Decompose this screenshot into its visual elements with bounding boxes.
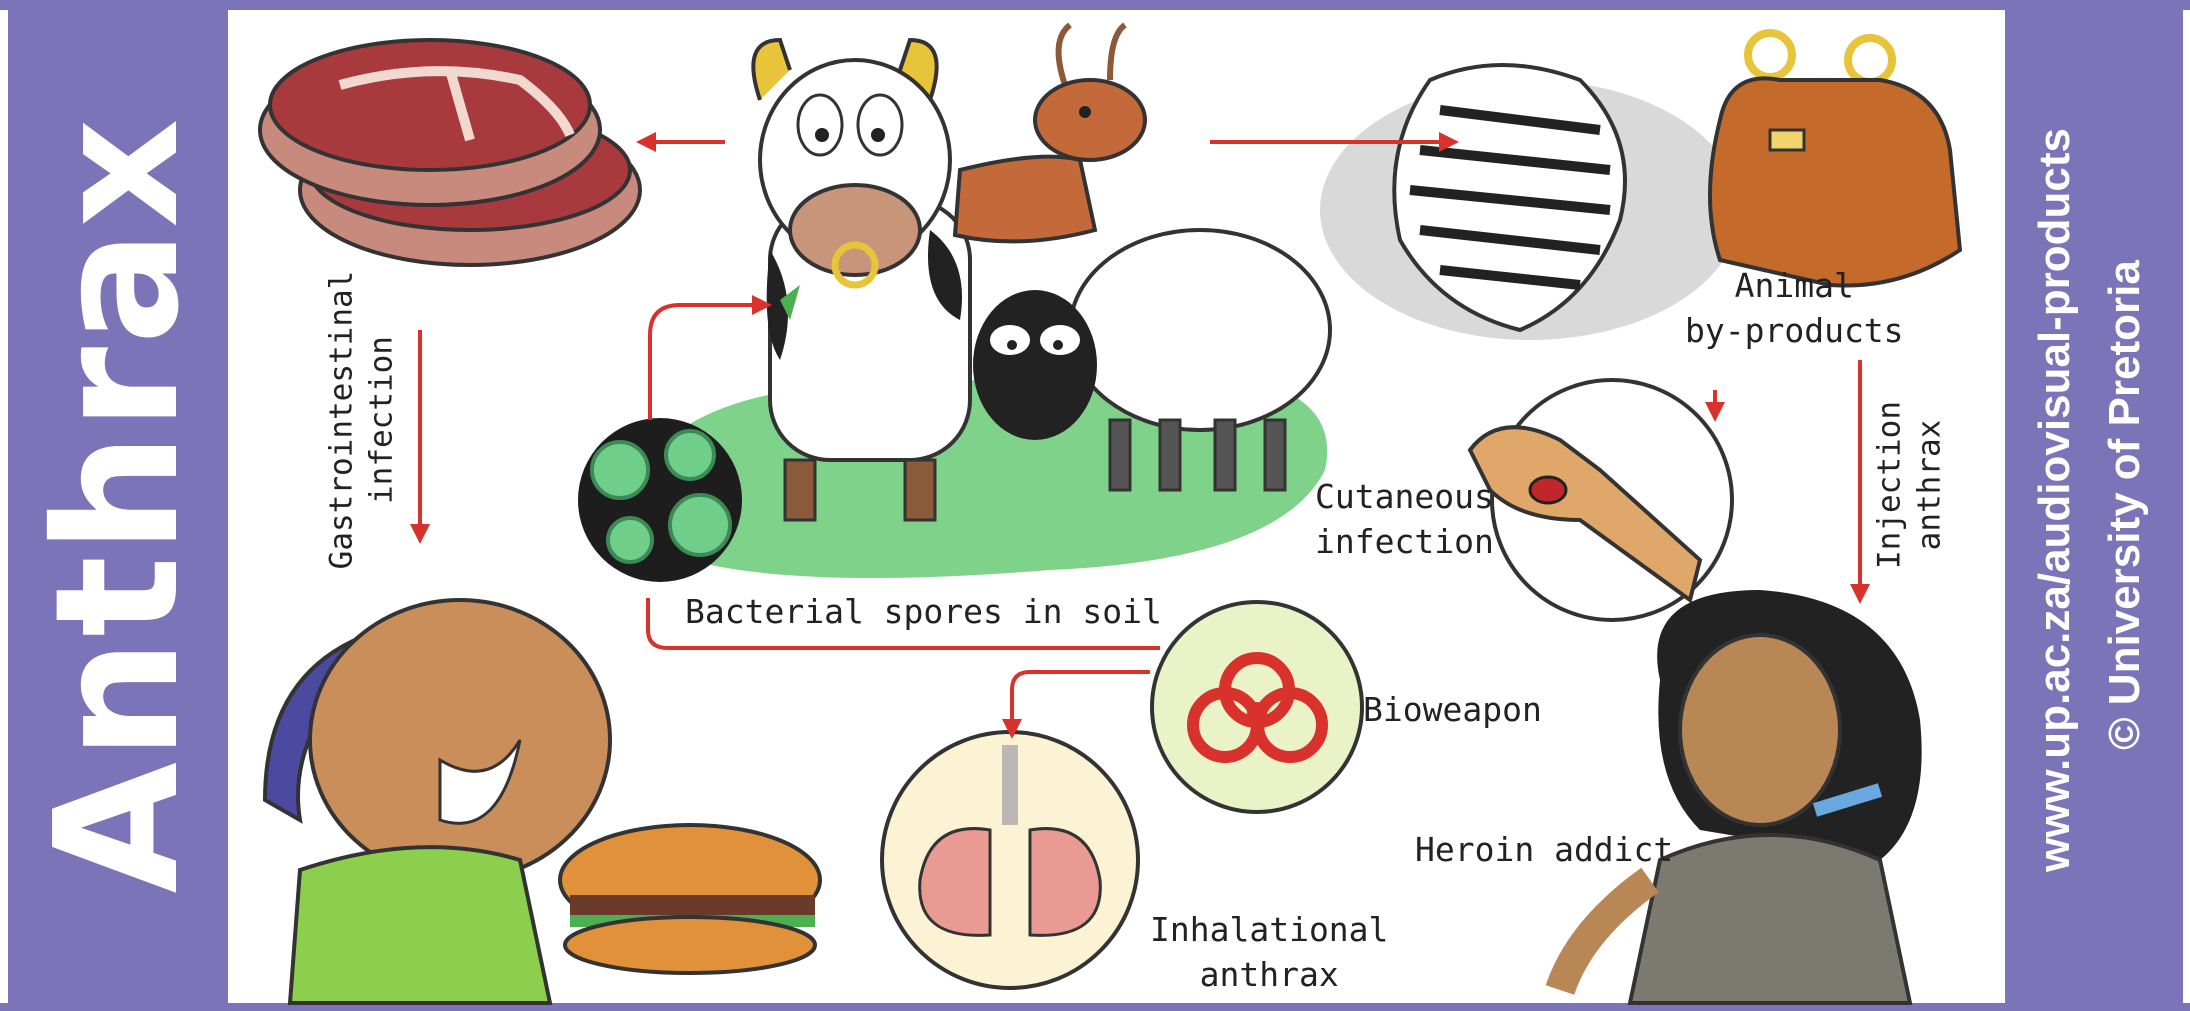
lungs-icon [882, 732, 1138, 988]
spores-icon [578, 418, 742, 582]
label-byproducts-line2: by-products [1685, 309, 1904, 354]
label-inhal-line2: anthrax [1150, 953, 1388, 998]
handbag-icon [1710, 33, 1960, 286]
meat-icon [260, 40, 640, 265]
label-bioweapon: Bioweapon [1363, 688, 1542, 733]
label-injection-line2: anthrax [1910, 401, 1950, 569]
label-inhal-line1: Inhalational [1150, 908, 1388, 953]
label-byproducts-line1: Animal [1685, 264, 1904, 309]
heroin-addict-icon [1560, 590, 1922, 1003]
label-animal-byproducts: Animal by-products [1685, 264, 1904, 353]
label-inhalational: Inhalational anthrax [1150, 908, 1388, 997]
hand-lesion-icon [1470, 380, 1732, 620]
label-injection-line1: Injection [1870, 401, 1910, 569]
label-cutaneous-line2: infection [1315, 520, 1494, 565]
label-cutaneous: Cutaneous infection [1315, 475, 1494, 564]
biohazard-icon [1152, 602, 1362, 812]
label-injection: Injection anthrax [1870, 401, 1951, 569]
label-gi-line1: Gastrointestinal [322, 271, 362, 570]
label-heroin-addict: Heroin addict [1415, 828, 1673, 873]
boy-with-burger-icon [265, 600, 820, 1003]
label-gastrointestinal: Gastrointestinal infection [322, 271, 403, 570]
label-cutaneous-line1: Cutaneous [1315, 475, 1494, 520]
label-bacterial-spores: Bacterial spores in soil [685, 590, 1162, 635]
label-gi-line2: infection [362, 271, 402, 570]
zebra-hide-icon [1320, 65, 1740, 340]
antelope-icon [955, 25, 1145, 241]
